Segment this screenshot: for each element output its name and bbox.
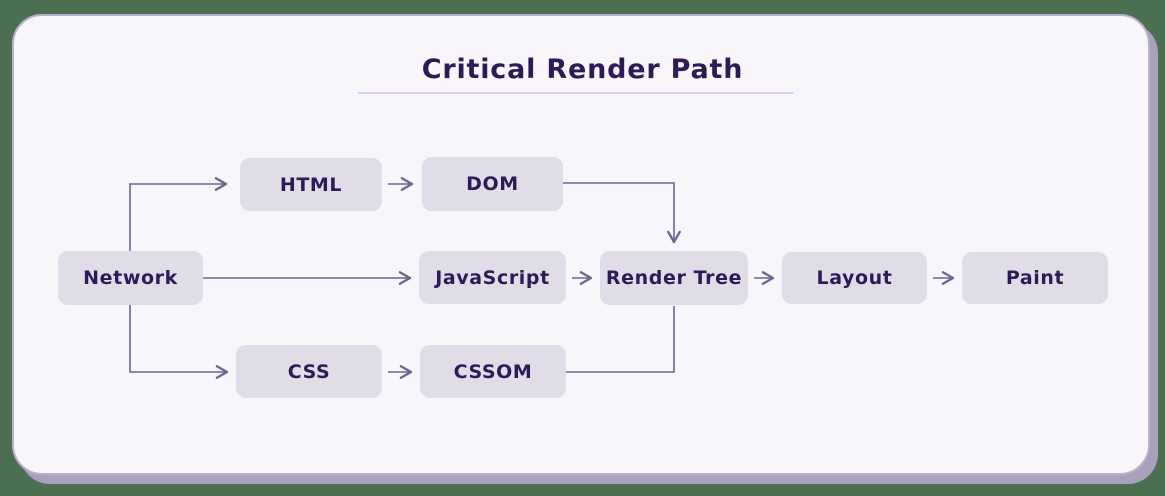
node-label: Layout [816, 267, 893, 289]
node-layout: Layout [782, 252, 927, 304]
node-label: Network [83, 267, 178, 289]
node-label: Paint [1005, 267, 1065, 289]
node-dom: DOM [422, 157, 563, 211]
node-label: JavaScript [435, 266, 550, 289]
node-css: CSS [236, 345, 382, 398]
node-javascript: JavaScript [419, 251, 566, 304]
node-label: CSS [287, 360, 331, 383]
title-underline [358, 92, 793, 94]
node-paint: Paint [962, 252, 1108, 304]
page-title: Critical Render Path [421, 54, 744, 85]
node-label: CSSOM [453, 360, 533, 383]
node-html: HTML [240, 158, 382, 211]
node-network: Network [58, 251, 203, 305]
node-cssom: CSSOM [420, 345, 566, 398]
node-label: HTML [279, 173, 343, 196]
node-render-tree: Render Tree [600, 251, 748, 305]
node-label: Render Tree [605, 267, 743, 289]
node-label: DOM [466, 173, 519, 195]
